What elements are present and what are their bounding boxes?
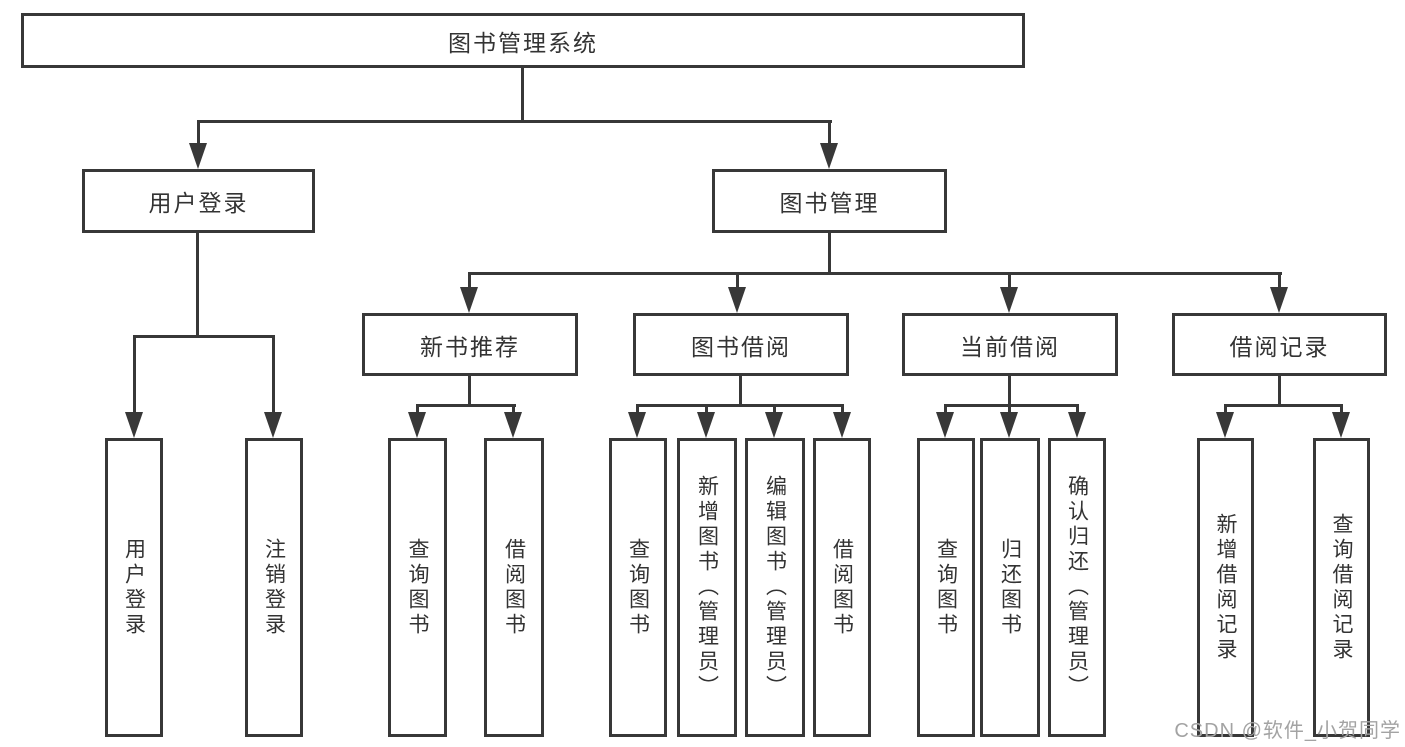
leaf-query-books-borrowing: 查询图书 [609, 438, 667, 737]
arrowhead-icon [833, 412, 851, 438]
arrowhead-icon [1332, 412, 1350, 438]
node-user-login: 用户登录 [82, 169, 315, 233]
leaf-query-borrow-record: 查询借阅记录 [1313, 438, 1370, 737]
arrowhead-icon [1216, 412, 1234, 438]
connector-line [739, 376, 742, 407]
connector-line [637, 404, 844, 407]
connector-line [416, 404, 516, 407]
connector-line [133, 335, 275, 338]
leaf-query-books-recommend: 查询图书 [388, 438, 447, 737]
arrowhead-icon [820, 143, 838, 169]
connector-line [705, 404, 708, 414]
leaf-return-books: 归还图书 [980, 438, 1040, 737]
node-book-management: 图书管理 [712, 169, 947, 233]
arrowhead-icon [936, 412, 954, 438]
arrowhead-icon [765, 412, 783, 438]
connector-line [945, 404, 1079, 407]
connector-line [1008, 404, 1011, 414]
connector-line [944, 404, 947, 414]
arrowhead-icon [460, 287, 478, 313]
node-borrowing-records: 借阅记录 [1172, 313, 1387, 376]
connector-line [1340, 404, 1343, 414]
arrowhead-icon [264, 412, 282, 438]
connector-line [736, 272, 739, 290]
arrowhead-icon [189, 143, 207, 169]
arrowhead-icon [408, 412, 426, 438]
leaf-edit-books-admin: 编辑图书（管理员） [745, 438, 805, 737]
connector-line [841, 404, 844, 414]
connector-line [828, 120, 831, 145]
connector-line [1008, 376, 1011, 407]
arrowhead-icon [1000, 412, 1018, 438]
arrowhead-icon [1270, 287, 1288, 313]
leaf-logout: 注销登录 [245, 438, 303, 737]
node-book-borrowing: 图书借阅 [633, 313, 849, 376]
leaf-borrow-books-borrowing: 借阅图书 [813, 438, 871, 737]
leaf-add-borrow-record: 新增借阅记录 [1197, 438, 1254, 737]
csdn-watermark: CSDN @软件_小贺同学 [1174, 720, 1401, 742]
arrowhead-icon [504, 412, 522, 438]
node-current-borrowing: 当前借阅 [902, 313, 1118, 376]
connector-line [196, 233, 199, 338]
arrowhead-icon [125, 412, 143, 438]
connector-line [416, 404, 419, 414]
connector-line [1224, 404, 1227, 414]
node-new-book-recommendation: 新书推荐 [362, 313, 578, 376]
connector-line [197, 120, 200, 145]
arrowhead-icon [728, 287, 746, 313]
arrowhead-icon [628, 412, 646, 438]
leaf-user-login: 用户登录 [105, 438, 163, 737]
arrowhead-icon [1068, 412, 1086, 438]
connector-line [1278, 376, 1281, 407]
connector-line [828, 233, 831, 275]
connector-line [1278, 272, 1281, 290]
leaf-query-books-current: 查询图书 [917, 438, 975, 737]
connector-line [1008, 272, 1011, 290]
connector-line [133, 335, 136, 413]
connector-line [636, 404, 639, 414]
node-library-management-system: 图书管理系统 [21, 13, 1025, 68]
connector-line [469, 272, 1282, 275]
connector-line [197, 120, 832, 123]
leaf-add-books-admin: 新增图书（管理员） [677, 438, 737, 737]
connector-line [1076, 404, 1079, 414]
leaf-confirm-return-admin: 确认归还（管理员） [1048, 438, 1106, 737]
connector-line [773, 404, 776, 414]
connector-line [512, 404, 515, 414]
connector-line [521, 66, 524, 122]
arrowhead-icon [1000, 287, 1018, 313]
connector-line [468, 376, 471, 407]
connector-line [468, 272, 471, 290]
connector-line [272, 335, 275, 413]
connector-line [1224, 404, 1343, 407]
arrowhead-icon [697, 412, 715, 438]
leaf-borrow-books-recommend: 借阅图书 [484, 438, 544, 737]
